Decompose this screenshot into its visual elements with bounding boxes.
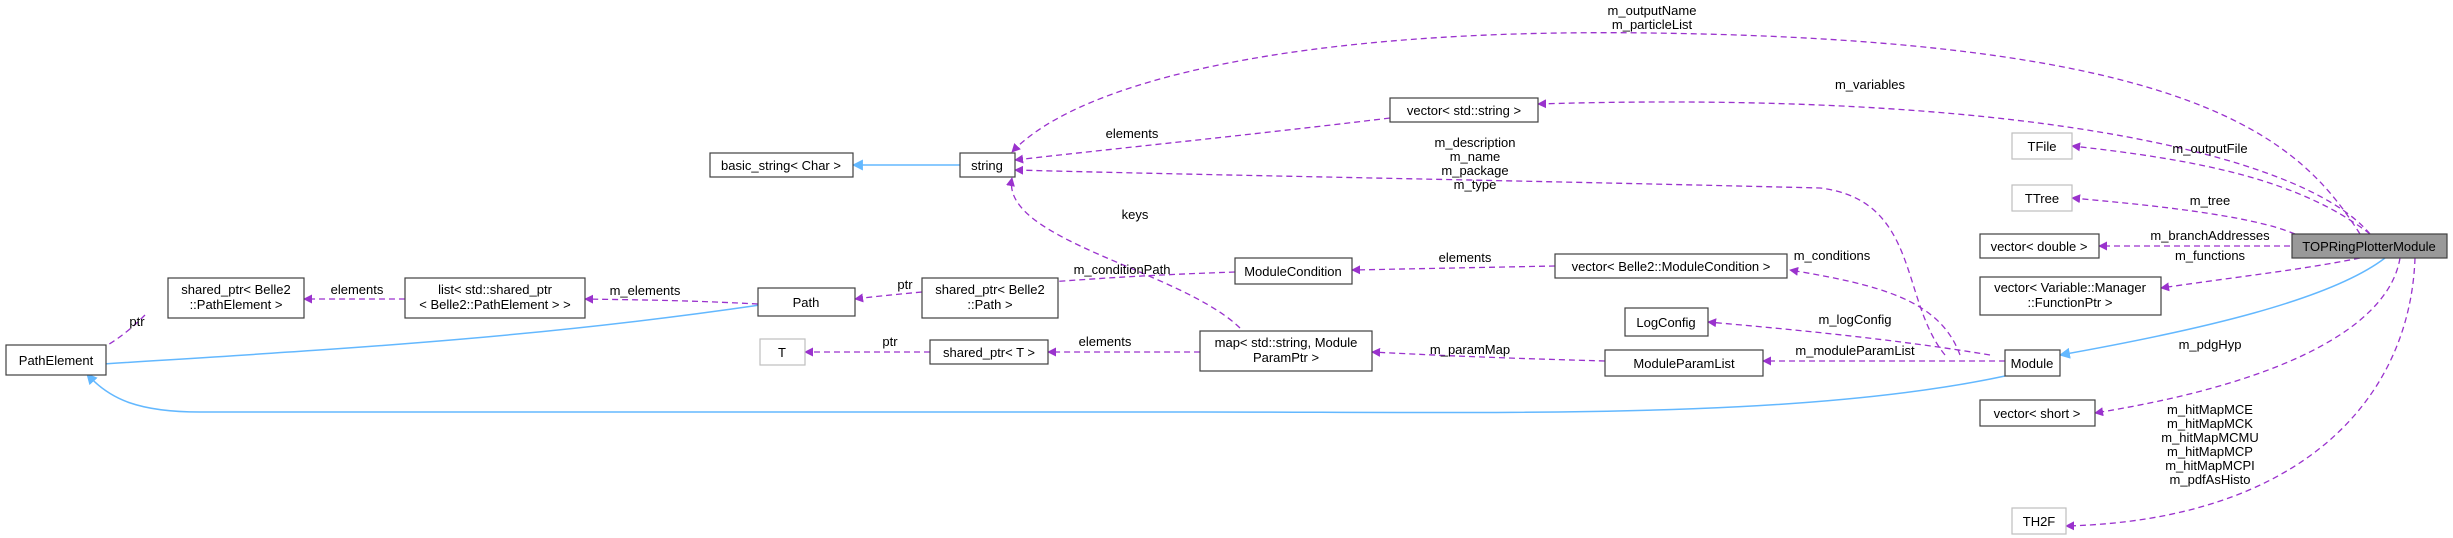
node-path-element[interactable]: PathElement [5, 344, 107, 376]
svg-text:T: T [778, 345, 786, 360]
edge-label-param-map: m_paramMap [1430, 342, 1510, 357]
node-module-param-list[interactable]: ModuleParamList [1604, 349, 1764, 377]
edge-elements-mc: elements [1351, 250, 1556, 275]
node-log-config[interactable]: LogConfig [1624, 307, 1709, 337]
edge-label-pdg-hyp: m_pdgHyp [2179, 337, 2242, 352]
edge-label-elements-mc: elements [1439, 250, 1492, 265]
svg-text:list< std::shared_ptr< Belle2:: list< std::shared_ptr< Belle2::PathEleme… [419, 282, 570, 312]
edge-elements-map: elements [1047, 334, 1201, 357]
edge-functions: m_functions [2160, 248, 2361, 292]
edge-log-config: m_logConfig [1707, 312, 1991, 356]
svg-text:ModuleCondition: ModuleCondition [1244, 264, 1342, 279]
svg-text:vector< Belle2::ModuleConditio: vector< Belle2::ModuleCondition > [1572, 259, 1771, 274]
svg-text:PathElement: PathElement [19, 353, 94, 368]
edge-label-module-param-list: m_moduleParamList [1795, 343, 1915, 358]
svg-text:LogConfig: LogConfig [1636, 315, 1695, 330]
edge-elements-list: elements [303, 282, 405, 304]
edge-label-output-file: m_outputFile [2172, 141, 2247, 156]
node-shared-ptr-path[interactable]: shared_ptr< Belle2::Path > [921, 277, 1059, 319]
edge-label-conditions: m_conditions [1794, 248, 1871, 263]
edge-label-keys: keys [1122, 207, 1149, 222]
edge-label-ptr-pe: ptr [129, 314, 145, 329]
node-module-condition[interactable]: ModuleCondition [1234, 257, 1353, 285]
svg-text:string: string [971, 158, 1003, 173]
edge-label-elements-vs: elements [1106, 126, 1159, 141]
edge-label-elements-list: elements [331, 282, 384, 297]
edge-variables: m_variables [1537, 77, 2371, 235]
svg-text:basic_string< Char >: basic_string< Char > [721, 158, 841, 173]
node-vector-functions[interactable]: vector< Variable::Manager::FunctionPtr > [1979, 276, 2162, 316]
node-basic-string[interactable]: basic_string< Char > [709, 152, 854, 178]
edge-path-elements: m_elements [584, 283, 759, 305]
svg-text:vector< double >: vector< double > [1991, 239, 2088, 254]
edge-label-ptr-t: ptr [882, 334, 898, 349]
edge-label-branch-addresses: m_branchAddresses [2150, 228, 2270, 243]
edge-conditions: m_conditions [1789, 248, 1961, 356]
edge-ptr-t: ptr [804, 334, 930, 357]
edge-label-functions: m_functions [2175, 248, 2246, 263]
edge-top-module [2058, 257, 2386, 359]
edge-label-variables: m_variables [1835, 77, 1906, 92]
node-module[interactable]: Module [2004, 349, 2061, 377]
edge-path-pathelement [85, 304, 761, 370]
node-list-pathelement[interactable]: list< std::shared_ptr< Belle2::PathEleme… [404, 277, 586, 319]
edge-label-condition-path: m_conditionPath [1074, 262, 1171, 277]
svg-text:TH2F: TH2F [2023, 514, 2056, 529]
edge-branch-addresses: m_branchAddresses [2098, 228, 2290, 251]
node-path[interactable]: Path [757, 287, 856, 317]
node-shared-ptr-t[interactable]: shared_ptr< T > [929, 339, 1049, 365]
edge-ptr-path: ptr [854, 277, 923, 303]
node-vector-double[interactable]: vector< double > [1979, 233, 2100, 259]
edge-pdg-hyp: m_pdgHyp [2094, 257, 2401, 417]
svg-text:shared_ptr< Belle2::Path >: shared_ptr< Belle2::Path > [935, 282, 1045, 312]
node-vector-module-condition[interactable]: vector< Belle2::ModuleCondition > [1554, 253, 1788, 279]
edge-label-elements-map: elements [1079, 334, 1132, 349]
edge-module-pathelement [86, 373, 2006, 414]
svg-text:ModuleParamList: ModuleParamList [1633, 356, 1735, 371]
node-t[interactable]: T [759, 338, 806, 366]
node-tfile[interactable]: TFile [2011, 132, 2073, 160]
svg-text:vector< short >: vector< short > [1994, 406, 2081, 421]
edge-label-ptr-path: ptr [897, 277, 913, 292]
svg-text:TTree: TTree [2025, 191, 2059, 206]
edge-ptr-pe: ptr [94, 314, 146, 353]
svg-text:Module: Module [2011, 356, 2054, 371]
node-string[interactable]: string [959, 152, 1016, 178]
edge-output-file: m_outputFile [2071, 141, 2371, 235]
node-ttree[interactable]: TTree [2011, 184, 2073, 212]
svg-text:Path: Path [793, 295, 820, 310]
edge-label-log-config: m_logConfig [1819, 312, 1892, 327]
edge-label-path-elements: m_elements [610, 283, 681, 298]
node-vector-short[interactable]: vector< short > [1979, 399, 2096, 427]
svg-text:vector< std::string >: vector< std::string > [1407, 103, 1521, 118]
svg-text:vector< Variable::Manager::Fun: vector< Variable::Manager::FunctionPtr > [1994, 280, 2147, 310]
edge-keys: keys [1006, 177, 1241, 329]
edge-tree: m_tree [2071, 193, 2296, 235]
svg-text:shared_ptr< T >: shared_ptr< T > [943, 345, 1035, 360]
edge-param-map: m_paramMap [1371, 342, 1606, 362]
node-shared-ptr-pathelement[interactable]: shared_ptr< Belle2::PathElement > [167, 277, 305, 319]
node-top-ring-plotter-module[interactable]: TOPRingPlotterModule [2291, 233, 2448, 259]
svg-text:TFile: TFile [2028, 139, 2057, 154]
node-th2f[interactable]: TH2F [2011, 507, 2067, 535]
svg-text:shared_ptr< Belle2::PathElemen: shared_ptr< Belle2::PathElement > [181, 282, 291, 312]
edge-elements-vs: elements [1014, 117, 1391, 164]
svg-text:TOPRingPlotterModule: TOPRingPlotterModule [2302, 239, 2435, 254]
edge-module-param-list: m_moduleParamList [1762, 343, 2005, 366]
edge-label-tree: m_tree [2190, 193, 2230, 208]
node-vector-string[interactable]: vector< std::string > [1389, 97, 1539, 123]
